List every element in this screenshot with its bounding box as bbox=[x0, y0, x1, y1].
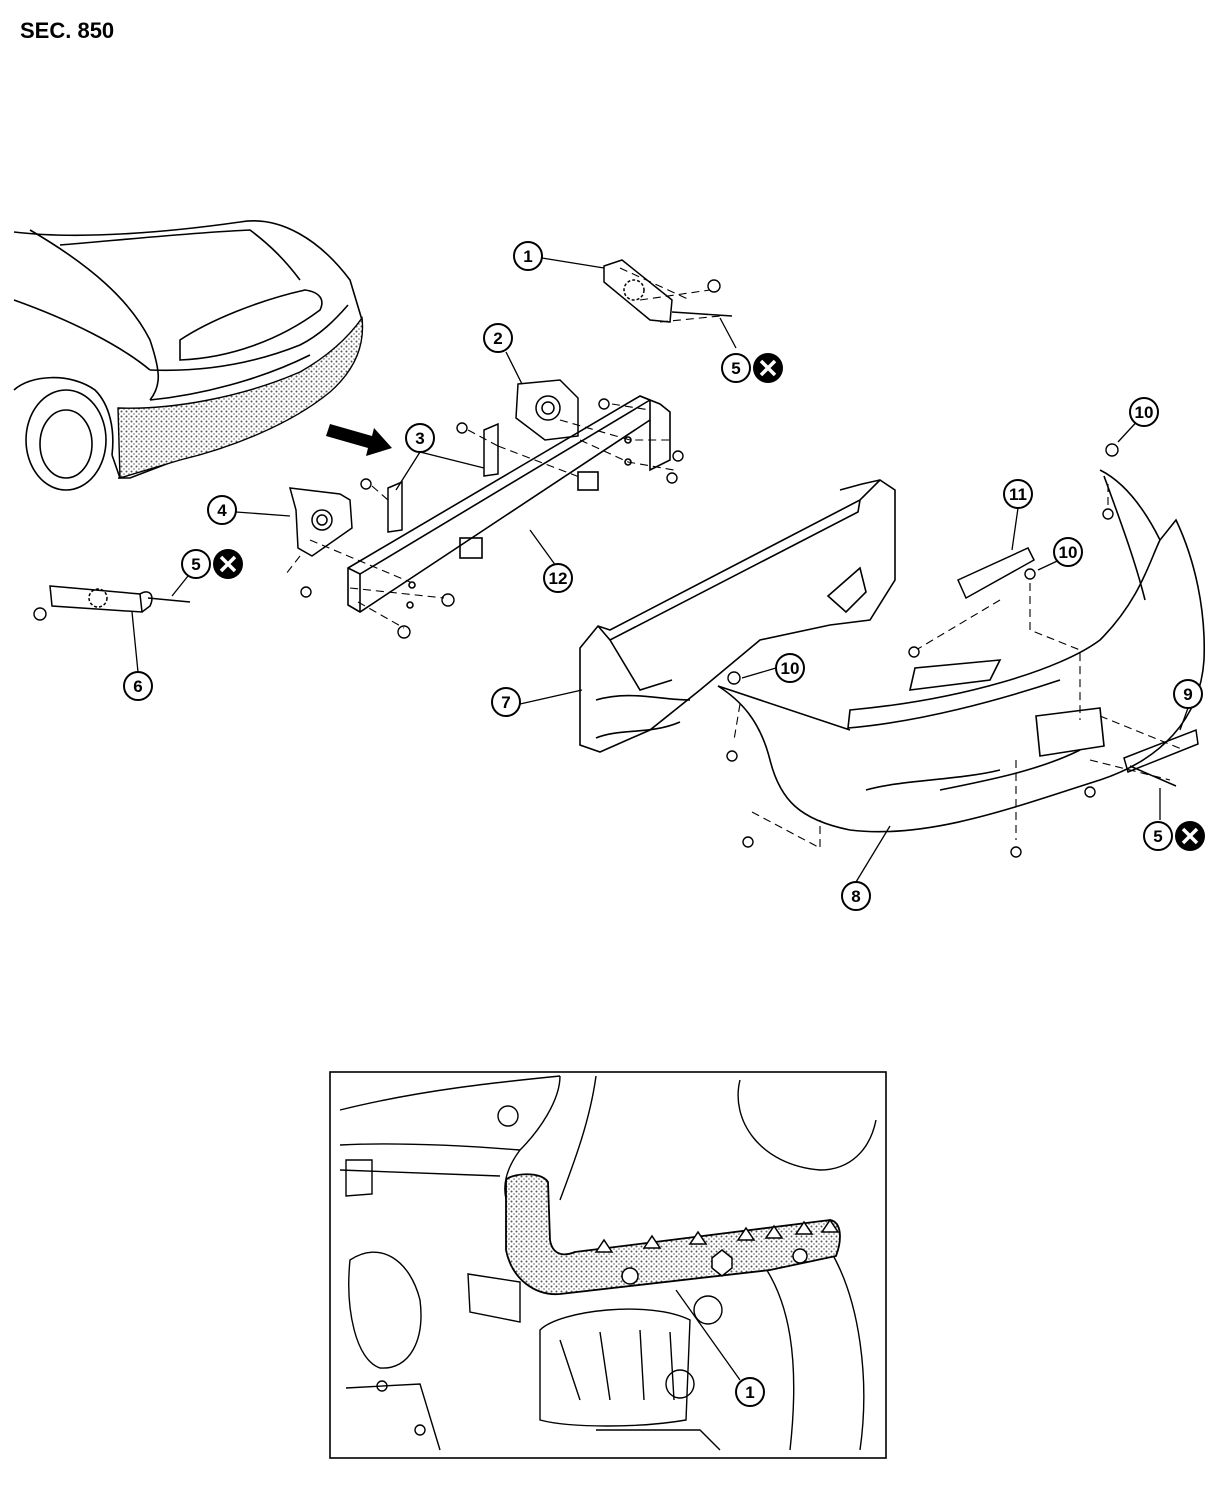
svg-text:1: 1 bbox=[745, 1383, 754, 1402]
svg-text:4: 4 bbox=[217, 501, 227, 520]
bolts bbox=[33, 279, 721, 639]
svg-text:12: 12 bbox=[549, 569, 568, 588]
bumper-reinforcement bbox=[347, 395, 671, 613]
fascia-guide-lines bbox=[733, 484, 1185, 849]
bracket-part-11 bbox=[957, 547, 1035, 600]
svg-text:11: 11 bbox=[1009, 485, 1027, 504]
callout-5-left: 5 bbox=[181, 549, 211, 579]
inset-highlighted-clip-part-1 bbox=[505, 1173, 841, 1295]
callout-11: 11 bbox=[1003, 479, 1033, 509]
svg-text:6: 6 bbox=[133, 677, 142, 696]
svg-text:10: 10 bbox=[1059, 543, 1078, 562]
bracket-part-3 bbox=[387, 422, 499, 533]
svg-text:9: 9 bbox=[1183, 685, 1192, 704]
circled-x-icon bbox=[1175, 821, 1205, 851]
svg-text:2: 2 bbox=[493, 329, 502, 348]
callout-2: 2 bbox=[483, 323, 513, 353]
vehicle-rear-illustration bbox=[13, 220, 363, 491]
callout-3: 3 bbox=[405, 423, 435, 453]
bumper-fascia-part-8 bbox=[717, 469, 1206, 833]
circled-x-icon bbox=[213, 549, 243, 579]
callout-10-top: 10 bbox=[1129, 397, 1159, 427]
energy-absorber-part-7 bbox=[579, 478, 896, 753]
callout-8: 8 bbox=[841, 881, 871, 911]
callout-1: 1 bbox=[513, 241, 543, 271]
clip-part-6 bbox=[49, 585, 191, 613]
clip-part-1 bbox=[603, 259, 733, 323]
clip-part-9 bbox=[1123, 728, 1199, 787]
callout-12: 12 bbox=[543, 563, 573, 593]
callout-5-top: 5 bbox=[721, 353, 751, 383]
circled-x-icon bbox=[753, 353, 783, 383]
bracket-part-2 bbox=[515, 379, 579, 441]
svg-text:1: 1 bbox=[523, 247, 532, 266]
inset-callout-1: 1 bbox=[735, 1377, 765, 1407]
svg-text:10: 10 bbox=[781, 659, 800, 678]
svg-text:7: 7 bbox=[501, 693, 510, 712]
fascia-clips bbox=[726, 443, 1119, 858]
svg-text:5: 5 bbox=[1153, 827, 1162, 846]
direction-arrow-icon bbox=[326, 424, 392, 456]
bracket-part-4 bbox=[288, 487, 353, 557]
callout-9: 9 bbox=[1173, 679, 1203, 709]
svg-text:10: 10 bbox=[1135, 403, 1154, 422]
callout-10-low: 10 bbox=[775, 653, 805, 683]
svg-text:5: 5 bbox=[191, 555, 200, 574]
svg-text:3: 3 bbox=[415, 429, 424, 448]
svg-text:8: 8 bbox=[851, 887, 860, 906]
inset-detail-view: 1 bbox=[329, 1071, 887, 1459]
rear-bumper-area-highlight bbox=[117, 316, 364, 479]
callout-5-right: 5 bbox=[1143, 821, 1173, 851]
callout-7: 7 bbox=[491, 687, 521, 717]
svg-text:5: 5 bbox=[731, 359, 740, 378]
callout-6: 6 bbox=[123, 671, 153, 701]
callout-10-mid: 10 bbox=[1053, 537, 1083, 567]
section-label: SEC. 850 bbox=[20, 18, 115, 43]
callout-4: 4 bbox=[207, 495, 237, 525]
assembly-guide-lines bbox=[285, 267, 721, 629]
